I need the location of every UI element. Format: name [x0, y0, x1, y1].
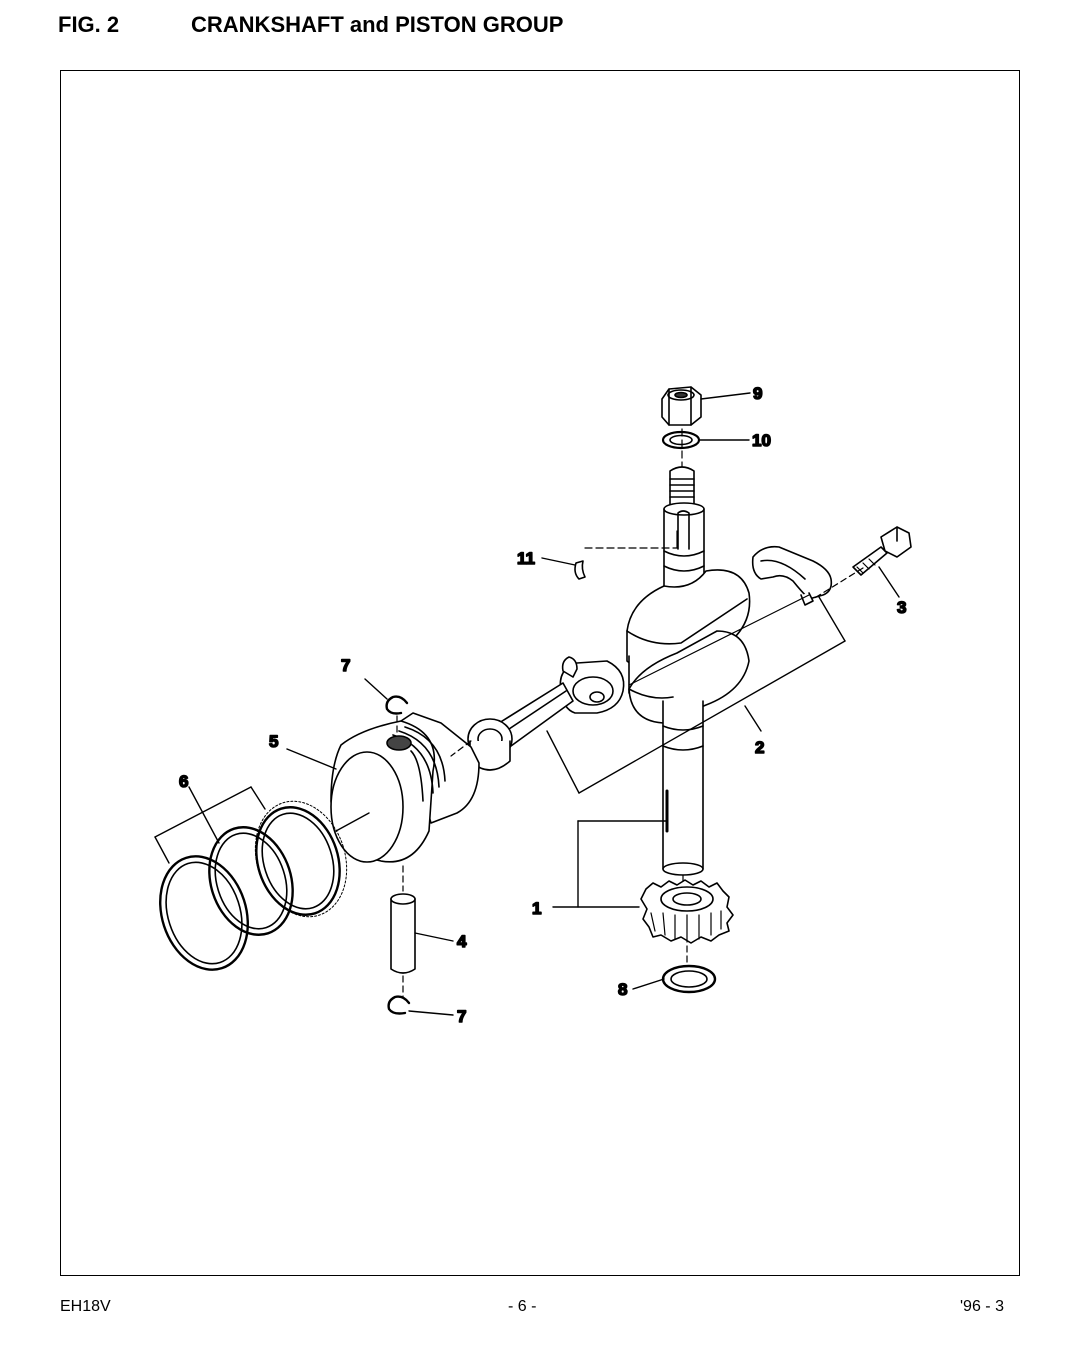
callout-5: 5 — [269, 732, 278, 751]
piston-part-5 — [330, 712, 480, 863]
exploded-parts-diagram: 9 10 11 3 2 1 8 7 5 6 4 7 — [154, 383, 912, 1027]
woodruff-key-part-11 — [574, 530, 678, 580]
callout-11: 11 — [517, 549, 535, 568]
callout-1: 1 — [532, 899, 541, 918]
footer-date: '96 - 3 — [960, 1298, 1004, 1315]
callout-7-upper: 7 — [341, 656, 350, 675]
connecting-rod-cap — [751, 545, 833, 606]
crankshaft-part-1 — [626, 466, 751, 876]
callout-3: 3 — [897, 598, 906, 617]
callout-7-lower: 7 — [457, 1007, 466, 1026]
circlip-part-7-upper — [385, 695, 409, 715]
piston-pin-part-4 — [390, 865, 416, 974]
circlip-part-7-lower — [387, 975, 411, 1015]
figure-number: FIG. 2 — [58, 12, 120, 37]
footer-page-number: - 6 - — [508, 1298, 537, 1315]
figure-title: CRANKSHAFT and PISTON GROUP — [191, 12, 564, 37]
hex-nut-part-9 — [661, 386, 702, 426]
bolt-part-3 — [812, 526, 912, 600]
thrust-washer-part-8 — [661, 964, 717, 994]
diagram-frame: 9 10 11 3 2 1 8 7 5 6 4 7 — [60, 70, 1020, 1276]
piston-rings-part-6 — [159, 800, 348, 971]
footer-model: EH18V — [60, 1298, 111, 1315]
washer-part-10 — [661, 430, 701, 450]
leader-lines — [154, 392, 900, 1016]
callout-6: 6 — [179, 772, 188, 791]
connecting-rod-part-2 — [467, 656, 625, 771]
callout-9: 9 — [753, 384, 762, 403]
callout-2: 2 — [755, 738, 764, 757]
callout-4: 4 — [457, 932, 467, 951]
crank-gear — [640, 879, 734, 944]
callout-8: 8 — [618, 980, 627, 999]
callout-10: 10 — [752, 431, 771, 450]
